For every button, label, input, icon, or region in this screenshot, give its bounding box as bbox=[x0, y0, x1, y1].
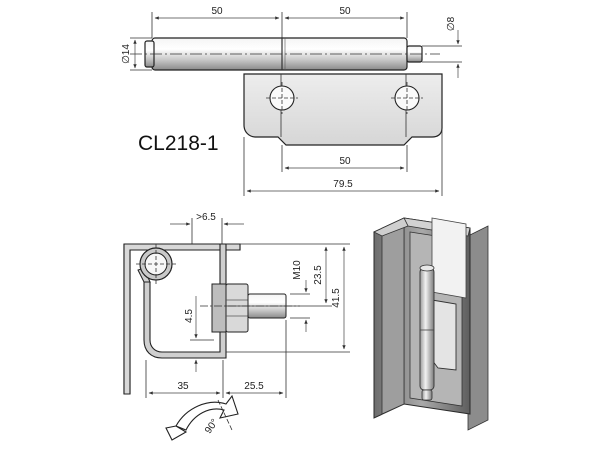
dim-top-right-length: 50 bbox=[339, 6, 351, 17]
dim-height-a: 23.5 bbox=[313, 265, 324, 285]
dim-pin-diameter-large: ∅14 bbox=[121, 44, 132, 64]
dim-offset: >6.5 bbox=[196, 212, 216, 223]
dim-thread: M10 bbox=[292, 260, 303, 280]
dim-rotation: 90° bbox=[203, 417, 221, 436]
dim-bend-depth: 4.5 bbox=[184, 309, 195, 323]
dim-hole-spacing: 50 bbox=[339, 156, 351, 167]
hinge-pin-3d bbox=[419, 264, 435, 401]
dim-right-length: 25.5 bbox=[244, 381, 264, 392]
dim-height-b: 41.5 bbox=[331, 288, 342, 308]
bolt bbox=[200, 283, 300, 333]
isometric-view bbox=[373, 217, 489, 431]
hole-left bbox=[266, 82, 298, 114]
knuckle bbox=[136, 244, 176, 284]
dim-top-left-length: 50 bbox=[211, 6, 223, 17]
top-view: 50 50 ∅14 bbox=[121, 6, 462, 196]
section-view: >6.5 4.5 bbox=[123, 212, 350, 441]
hole-right bbox=[391, 82, 423, 114]
hinge-leaf-3d bbox=[431, 299, 457, 371]
dim-plate-width: 79.5 bbox=[333, 179, 353, 190]
part-number: CL218-1 bbox=[138, 132, 219, 155]
dim-pin-diameter-small: ∅8 bbox=[446, 16, 457, 31]
hinge-plate bbox=[243, 73, 443, 146]
rotation-arrow: 90° bbox=[165, 394, 239, 441]
dim-left-length: 35 bbox=[177, 381, 189, 392]
